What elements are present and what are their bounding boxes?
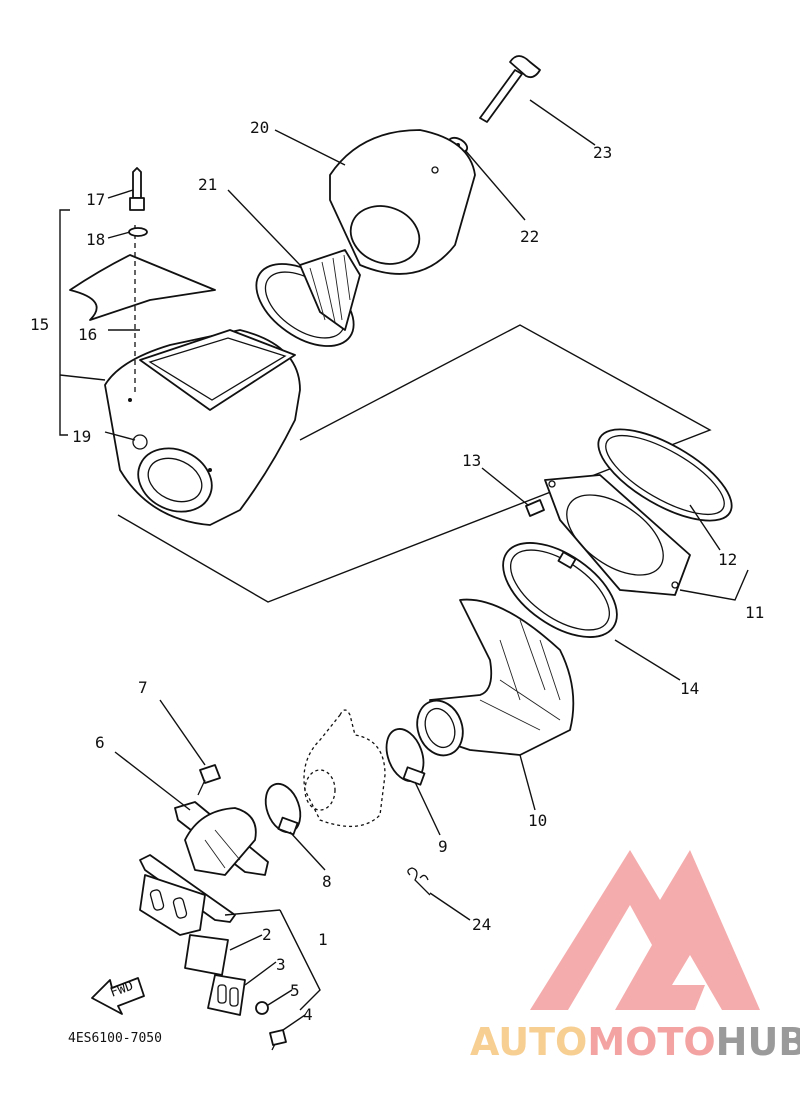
callout-20: 20 xyxy=(250,118,269,137)
callout-8: 8 xyxy=(322,872,332,891)
part-16-plate xyxy=(69,254,216,321)
carburetor-reference xyxy=(303,709,386,828)
watermark: AUTOMOTOHUB xyxy=(470,850,800,1064)
callout-7: 7 xyxy=(138,678,148,697)
callout-5: 5 xyxy=(290,981,300,1000)
callout-18: 18 xyxy=(86,230,105,249)
part-5-washer xyxy=(255,1001,269,1015)
part-24-clip xyxy=(407,867,431,896)
part-21-filter-guide xyxy=(255,249,361,347)
part-1-reed-valve-assembly xyxy=(139,854,236,936)
callout-19: 19 xyxy=(72,427,91,446)
callout-6: 6 xyxy=(95,733,105,752)
callout-labels: 20 21 23 22 17 18 15 16 19 13 12 11 14 7… xyxy=(30,118,764,1046)
callout-16: 16 xyxy=(78,325,97,344)
callout-11: 11 xyxy=(745,603,764,622)
part-18-washer xyxy=(128,227,148,237)
leader-lines xyxy=(59,99,749,1031)
watermark-brand-moto: MOTO xyxy=(587,1020,715,1064)
part-9-hose-clamp xyxy=(385,728,426,786)
watermark-brand-auto: AUTO xyxy=(470,1020,587,1064)
callout-12: 12 xyxy=(718,550,737,569)
callout-17: 17 xyxy=(86,190,105,209)
part-11-joint-flange xyxy=(544,474,691,596)
part-20-air-filter-cover xyxy=(329,129,476,275)
callout-21: 21 xyxy=(198,175,217,194)
part-10-intake-joint xyxy=(416,598,575,757)
part-23-wing-bolt xyxy=(479,55,541,123)
callout-23: 23 xyxy=(593,143,612,162)
callout-22: 22 xyxy=(520,227,539,246)
part-17-screw xyxy=(129,167,145,211)
callout-14: 14 xyxy=(680,679,699,698)
part-code-label: 4ES6100-7050 xyxy=(68,1031,162,1046)
callout-24: 24 xyxy=(472,915,491,934)
svg-text:AUTOMOTOHUB: AUTOMOTOHUB xyxy=(470,1020,800,1064)
part-2-reed xyxy=(184,934,229,976)
part-8-hose-clamp xyxy=(264,782,302,836)
callout-9: 9 xyxy=(438,837,448,856)
part-4-screw xyxy=(269,1029,287,1051)
callout-2: 2 xyxy=(262,925,272,944)
part-13-bolt xyxy=(525,499,545,517)
part-6-intake-manifold xyxy=(174,801,269,876)
callout-4: 4 xyxy=(303,1005,313,1024)
callout-15: 15 xyxy=(30,315,49,334)
callout-13: 13 xyxy=(462,451,481,470)
part-12-seal xyxy=(597,428,733,522)
callout-10: 10 xyxy=(528,811,547,830)
part-3-stopper xyxy=(207,974,246,1016)
assembly-frame xyxy=(117,324,712,603)
callout-1: 1 xyxy=(318,930,328,949)
part-7-bolt xyxy=(197,764,221,796)
part-14-gasket-band xyxy=(502,542,618,638)
watermark-logo-triangle xyxy=(530,850,760,1010)
part-15-air-filter-case xyxy=(104,329,301,526)
watermark-brand-hub: HUB xyxy=(716,1020,800,1064)
callout-3: 3 xyxy=(276,955,286,974)
fwd-arrow-icon: FWD xyxy=(91,977,145,1015)
